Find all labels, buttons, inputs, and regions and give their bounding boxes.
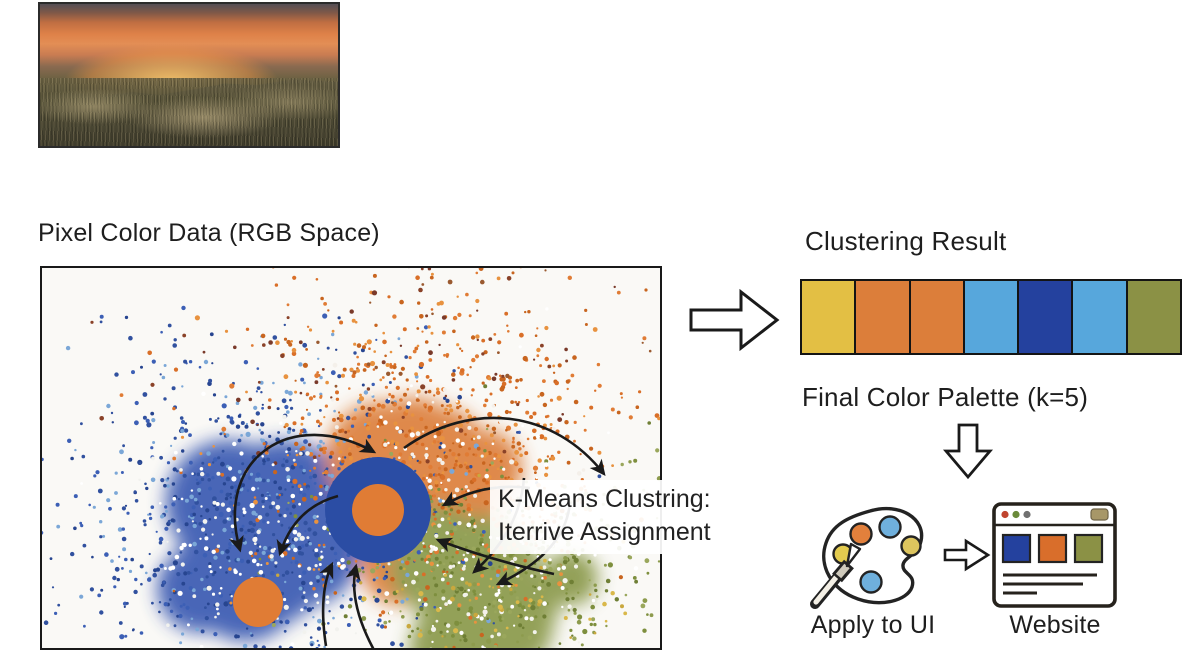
- palette-swatch-6: [1073, 281, 1125, 353]
- scatter-plot: K-Means Clustring: Iterrive Assignment: [40, 266, 662, 650]
- centroid-small: [233, 577, 283, 627]
- scatter-plot-canvas: [42, 268, 660, 648]
- palette-swatch-2: [856, 281, 908, 353]
- website-label: Website: [991, 611, 1119, 640]
- palette-swatch-7: [1128, 281, 1180, 353]
- annotation-line-1: K-Means Clustring:: [498, 485, 711, 513]
- photo-grass-field: [40, 78, 338, 146]
- palette-swatch-5: [1019, 281, 1071, 353]
- kmeans-color-palette-infographic: { "scatter": { "title": "Pixel Color Dat…: [0, 0, 1200, 630]
- arrow-right-icon: [688, 283, 780, 357]
- painter-palette-icon: [806, 497, 938, 613]
- arrow-down-icon: [942, 422, 994, 480]
- palette-swatch-4: [965, 281, 1017, 353]
- annotation-line-2: Iterrive Assignment: [498, 518, 711, 546]
- final-palette-caption: Final Color Palette (k=5): [802, 382, 1088, 413]
- clustering-result-title: Clustering Result: [805, 226, 1006, 257]
- browser-window-icon: [991, 501, 1119, 611]
- scatter-plot-title: Pixel Color Data (RGB Space): [38, 219, 380, 248]
- palette-swatch-3: [911, 281, 963, 353]
- palette-swatch-1: [802, 281, 854, 353]
- kmeans-annotation: K-Means Clustring: Iterrive Assignment: [490, 480, 721, 554]
- browser-button: [1091, 509, 1108, 520]
- sunset-landscape-photo: [38, 2, 340, 148]
- color-palette-strip: [800, 279, 1182, 355]
- arrow-right-small-icon: [942, 537, 992, 573]
- apply-to-ui-label: Apply to UI: [796, 611, 950, 640]
